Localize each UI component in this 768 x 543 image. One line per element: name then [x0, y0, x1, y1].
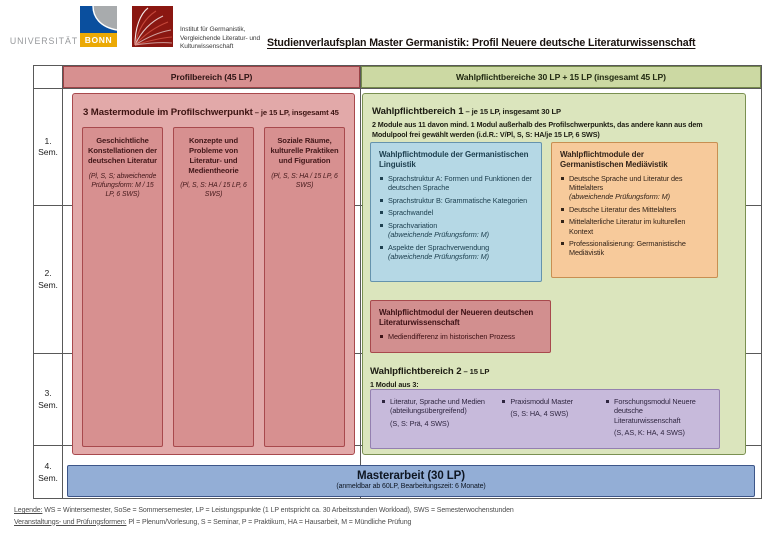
- linguistik-box: Wahlpflichtmodule der Germanistischen Li…: [370, 142, 542, 282]
- grid-line-column-divider: [360, 65, 361, 499]
- bullet-icon: [382, 400, 385, 403]
- module-title: Geschichtliche Konstellationen der deuts…: [88, 136, 157, 165]
- list-item: Mediendifferenz im historischen Prozess: [379, 332, 542, 341]
- bullet-icon: [561, 220, 564, 224]
- list-item: Aspekte der Sprachverwendung(abweichende…: [379, 243, 533, 261]
- list-item: Deutsche Literatur des Mittelalters: [560, 205, 709, 214]
- module-details: (Pl, S, S: HA / 15 LP, 6 SWS): [271, 172, 338, 189]
- bullet-icon: [606, 400, 609, 403]
- legend: Legende: WS = Wintersemester, SoSe = Som…: [14, 505, 514, 528]
- university-wordmark: UNIVERSITÄT: [9, 36, 78, 46]
- column-header-wahlpflichtbereiche: Wahlpflichtbereiche 30 LP + 15 LP (insge…: [361, 66, 761, 88]
- wb2-module-3: Forschungsmodul Neuere deutsche Literatu…: [601, 397, 713, 441]
- bullet-icon: [561, 242, 564, 246]
- column-header-profilbereich: Profilbereich (45 LP): [63, 66, 360, 88]
- grid-line-semester-column: [62, 65, 63, 499]
- list-item: Deutsche Sprache und Literatur des Mitte…: [560, 174, 709, 201]
- ndl-title: Wahlpflichtmodul der Neueren deutschen L…: [379, 308, 534, 327]
- bullet-icon: [561, 207, 564, 211]
- bullet-icon: [380, 335, 383, 338]
- bullet-icon: [561, 177, 564, 180]
- module-details: (Pl, S, S; abweichende Prüfungsform: M /…: [88, 172, 157, 198]
- institute-name-line3: Kulturwissenschaft: [180, 43, 234, 51]
- profilbereich-heading: 3 Mastermodule im Profilschwerpunkt: [83, 107, 253, 118]
- bullet-icon: [380, 223, 383, 227]
- module-details: (Pl, S, S: HA / 15 LP, 6 SWS): [180, 182, 247, 199]
- grid-line-header-row: [33, 88, 762, 89]
- bullet-icon: [502, 400, 506, 403]
- mediaevistik-title: Wahlpflichtmodule der Germanistischen Me…: [560, 150, 668, 169]
- profil-module-1: Geschichtliche Konstellationen der deuts…: [82, 127, 163, 447]
- module-title: Soziale Räume, kulturelle Praktiken und …: [270, 136, 339, 165]
- wb2-module-1: Literatur, Sprache und Medien (abteilung…: [377, 397, 497, 441]
- list-item: Professionalisierung: Germanistische Med…: [560, 239, 709, 257]
- semester-label-4: 4. Sem.: [38, 461, 58, 483]
- list-item: Sprachwandel: [379, 208, 533, 217]
- profil-module-2: Konzepte und Probleme von Literatur- und…: [173, 127, 254, 447]
- masterarbeit-bar: Masterarbeit (30 LP) (anmeldbar ab 60LP,…: [67, 465, 755, 497]
- linguistik-title: Wahlpflichtmodule der Germanistischen Li…: [379, 150, 529, 169]
- bullet-icon: [380, 198, 383, 202]
- module-title: Konzepte und Probleme von Literatur- und…: [188, 136, 239, 175]
- list-item: Sprachstruktur B: Grammatische Kategorie…: [379, 196, 533, 205]
- institute-name-line1: Institut für Germanistik,: [180, 26, 246, 33]
- list-item: Sprachstruktur A: Formen und Funktionen …: [379, 174, 533, 192]
- legend-line-1: Legende: WS = Wintersemester, SoSe = Som…: [14, 507, 514, 514]
- plan-table-frame: [33, 65, 762, 499]
- wahlpflichtbereich1-heading: Wahlpflichtbereich 1 – je 15 LP, insgesa…: [372, 106, 561, 117]
- list-item: Sprachvariation(abweichende Prüfungsform…: [379, 221, 533, 239]
- bullet-icon: [380, 211, 383, 215]
- bullet-icon: [380, 177, 383, 180]
- masterarbeit-subtitle: (anmeldbar ab 60LP, Bearbeitungszeit: 6 …: [336, 483, 486, 491]
- institute-name: Institut für Germanistik, Vergleichende …: [180, 26, 260, 52]
- semester-label-2: 2. Sem.: [38, 268, 58, 290]
- wahlpflichtbereich2-box: Literatur, Sprache und Medien (abteilung…: [370, 389, 720, 449]
- bonn-wordmark: BONN: [80, 33, 117, 47]
- mediaevistik-box: Wahlpflichtmodule der Germanistischen Me…: [551, 142, 718, 278]
- wahlpflichtbereich1-subtitle: 2 Module aus 11 davon mind. 1 Modul auße…: [372, 120, 703, 139]
- semester-label-1: 1. Sem.: [38, 135, 58, 157]
- page-title: Studienverlaufsplan Master Germanistik: …: [267, 37, 696, 49]
- masterarbeit-title: Masterarbeit (30 LP): [357, 470, 465, 483]
- ndl-box: Wahlpflichtmodul der Neueren deutschen L…: [370, 300, 551, 353]
- wahlpflichtbereich2-subtitle: 1 Modul aus 3:: [370, 380, 419, 389]
- institute-name-line2: Vergleichende Literatur- und: [180, 34, 261, 42]
- institute-logo-icon: [132, 6, 173, 47]
- list-item: Mittelalterliche Literatur im kulturelle…: [560, 217, 709, 236]
- semester-label-3: 3. Sem.: [38, 388, 58, 410]
- uni-bonn-logo-icon: [80, 6, 117, 33]
- profil-module-3: Soziale Räume, kulturelle Praktiken und …: [264, 127, 345, 447]
- wahlpflichtbereich2-heading: Wahlpflichtbereich 2 – 15 LP 1 Modul aus…: [370, 361, 740, 390]
- wb2-module-2: Praxismodul Master(S, S: HA, 4 SWS): [497, 397, 601, 441]
- legend-line-2: Veranstaltungs- und Prüfungsformen: Pl =…: [14, 518, 412, 526]
- bullet-icon: [380, 245, 383, 249]
